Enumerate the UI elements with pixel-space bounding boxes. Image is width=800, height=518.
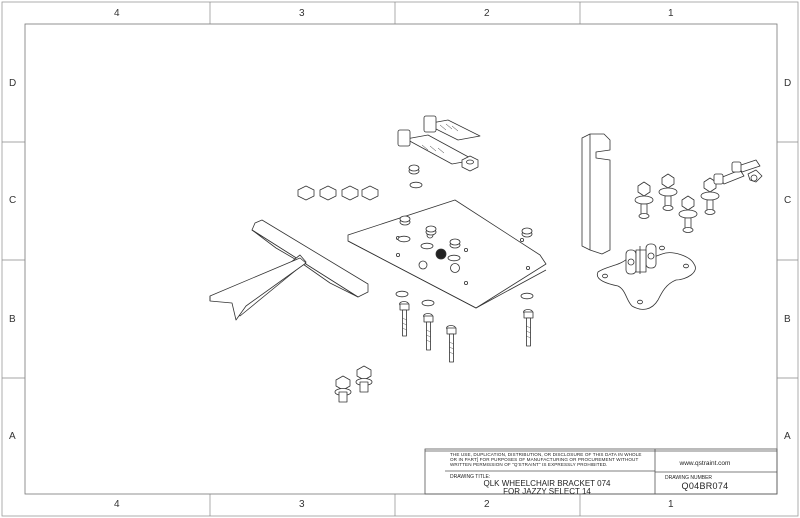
- rubber-pads: [297, 185, 379, 201]
- zone-label-bottom-2: 2: [484, 499, 490, 510]
- drawing-number-label: DRAWING NUMBER: [665, 475, 713, 481]
- bent-bracket: [209, 219, 369, 321]
- drawing-title-line1: QLK WHEELCHAIR BRACKET 074: [483, 479, 611, 488]
- zone-label-bottom-3: 3: [299, 499, 305, 510]
- zone-label-bottom-1: 1: [668, 499, 674, 510]
- title-block-frame: [424, 448, 778, 495]
- four-arm-base: [596, 243, 696, 310]
- zone-label-right-d: D: [784, 78, 792, 89]
- drawing-title-label: DRAWING TITLE:: [450, 474, 491, 480]
- small-screws: [713, 159, 763, 185]
- zone-label-left-b: B: [9, 314, 16, 325]
- stud-assemblies: [634, 173, 720, 233]
- zone-label-left-c: C: [9, 195, 17, 206]
- flange-bolts: [334, 365, 373, 403]
- drawing-title-line2: FOR JAZZY SELECT 14: [503, 487, 591, 496]
- inner-border: [24, 23, 778, 495]
- vertical-bolts: [399, 301, 534, 363]
- zone-label-top-1: 1: [668, 8, 674, 19]
- large-bolts: [397, 115, 481, 189]
- website-text: www.qstraint.com: [679, 460, 731, 467]
- zone-label-bottom-4: 4: [114, 499, 120, 510]
- zone-label-left-a: A: [9, 431, 16, 442]
- plate-nuts: [395, 215, 534, 307]
- zone-label-left-d: D: [9, 78, 17, 89]
- mounting-plate: [347, 199, 547, 309]
- usage-notice: THE USE, DUPLICATION, DISTRIBUTION, OR D…: [450, 452, 642, 468]
- zone-label-right-a: A: [784, 431, 791, 442]
- zone-label-right-c: C: [784, 195, 792, 206]
- zone-label-top-2: 2: [484, 8, 490, 19]
- vertical-bar: [581, 133, 611, 255]
- zone-label-top-4: 4: [114, 8, 120, 19]
- zone-label-right-b: B: [784, 314, 791, 325]
- drawing-number: Q04BR074: [681, 481, 729, 491]
- zone-label-top-3: 3: [299, 8, 305, 19]
